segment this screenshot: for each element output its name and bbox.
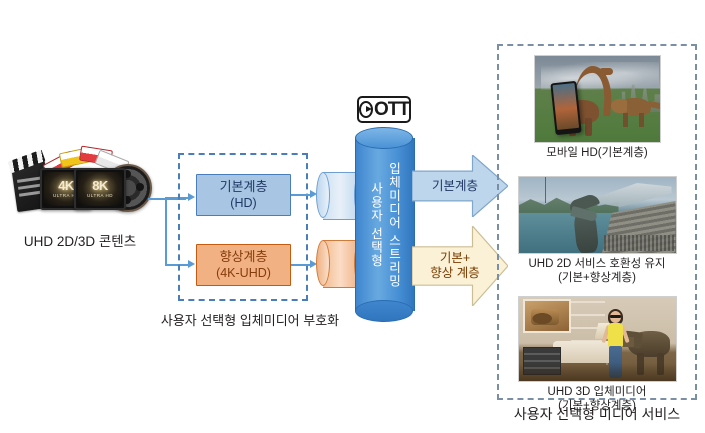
enhancement-layer-line1: 향상계층 [219,249,268,264]
connector-source-vertical [165,198,167,266]
tv-stand [99,208,101,210]
enhancement-layer-box[interactable]: 향상계층 (4K-UHD) [196,244,291,286]
mosasaurus-stadium-image [517,176,677,254]
service-caption-mobile-hd: 모바일 HD(기본계층) [546,147,648,159]
connector-enhancement-to-buffer [291,264,313,266]
service-caption-uhd-2d-line1: UHD 2D 서비스 호환성 유지 [528,258,666,270]
uhd-content-artwork: 4K ULTRA HD 8K ULTRA HD [10,145,152,226]
enhancement-layer-line2: (4K-UHD) [216,266,271,280]
enhanced-delivery-arrow: 기본+ 향상 계층 [412,226,508,306]
connector-to-base [165,197,190,199]
base-layer-box[interactable]: 기본계층 (HD) [196,174,291,216]
enhanced-arrow-line2: 향상 계층 [430,266,480,280]
tv-4k-sublabel: ULTRA HD [53,193,79,198]
tv-8k-sublabel: ULTRA HD [87,193,113,198]
service-item-uhd-2d[interactable]: UHD 2D 서비스 호환성 유지 (기본+향상계층) [497,176,697,285]
service-item-mobile-hd[interactable]: 모바일 HD(기본계층) [497,55,697,160]
connector-base-to-buffer [291,194,313,196]
service-caption-uhd-3d-line2: (기본+향상계층) [558,400,636,412]
service-item-uhd-3d[interactable]: UHD 3D 입체미디어 (기본+향상계층) [497,296,697,413]
service-panel [497,44,697,400]
tv-4k-label: 4K [58,178,74,193]
connector-source-trunk [148,198,186,200]
enhanced-arrow-label-group: 기본+ 향상 계층 [430,251,489,281]
smartphone-icon [549,80,582,136]
base-layer-line2: (HD) [230,196,257,210]
arrowhead-base-buffer [310,190,317,198]
streaming-label-line1: 사용자 선택형 [368,181,383,268]
3d-glasses-icon [609,315,621,318]
arrowhead-enhancement-in [188,260,195,268]
encoder-caption: 사용자 선택형 입체미디어 부호화 [160,313,340,328]
base-delivery-arrow: 기본계층 [412,155,508,217]
tv-8k-icon: 8K ULTRA HD [74,168,126,210]
ott-badge: OTT [357,96,411,123]
base-layer-line1: 기본계층 [219,179,268,194]
tv-8k-label: 8K [92,178,108,193]
play-circle-icon [359,101,373,118]
arrowhead-base-in [188,193,195,201]
enhanced-arrow-line1: 기본+ [439,251,471,265]
service-caption-uhd-3d-line1: UHD 3D 입체미디어 [547,386,647,398]
arrowhead-enhancement-buffer [310,260,317,268]
mobile-dinosaur-image [533,55,661,143]
streaming-cylinder: 사용자 선택형 입체미디어 스트리밍 [355,127,415,322]
connector-to-enhancement [165,264,190,266]
source-content-label: UHD 2D/3D 콘텐츠 [23,234,137,249]
base-arrow-label: 기본계층 [431,178,478,193]
service-panel-caption: 사용자 선택형 미디어 서비스 [513,406,681,422]
encoder-panel [178,153,308,301]
tv-stand [65,208,67,210]
service-caption-uhd-2d-line2: (기본+향상계층) [558,272,636,284]
living-room-3d-image [517,296,677,382]
ott-badge-text: OTT [374,99,410,120]
streaming-label-line2: 입체미디어 스트리밍 [386,161,401,288]
